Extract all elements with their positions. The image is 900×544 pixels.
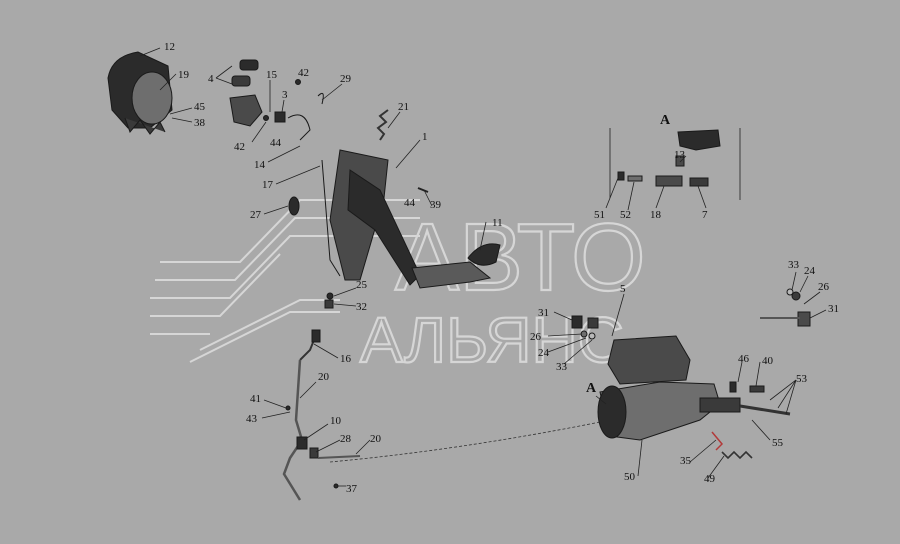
callout-10: 10 (330, 415, 342, 427)
callout-53: 53 (796, 373, 808, 385)
callout-42-left: 42 (234, 141, 245, 153)
callout-26-left: 26 (530, 331, 542, 343)
clutch-booster (597, 335, 791, 460)
callout-39: 39 (430, 199, 442, 211)
callout-14: 14 (254, 159, 266, 171)
callout-49: 49 (704, 473, 716, 485)
bolt-part-39 (417, 187, 429, 193)
pedal-assembly (321, 149, 492, 289)
callout-13: 13 (674, 149, 686, 161)
callout-3: 3 (282, 89, 288, 101)
view-a-arrow-label: А (586, 381, 597, 396)
callout-24-left: 24 (538, 347, 550, 359)
callout-41: 41 (250, 393, 261, 405)
callout-33-right: 33 (788, 259, 800, 271)
valve-cluster-part (229, 59, 324, 141)
callout-35: 35 (680, 455, 692, 467)
callout-5: 5 (620, 283, 626, 295)
bushing-part-27 (288, 196, 300, 216)
callout-labels: 12 19 45 38 4 15 42 3 29 42 44 21 1 14 1… (164, 41, 839, 495)
pedal-pad-part (467, 243, 501, 266)
callout-29: 29 (340, 73, 352, 85)
callout-18: 18 (650, 209, 662, 221)
callout-40: 40 (762, 355, 774, 367)
watermark-line2: АЛЬЯНС (360, 304, 624, 376)
callout-26-right: 26 (818, 281, 830, 293)
callout-27: 27 (250, 209, 262, 221)
callout-21: 21 (398, 101, 409, 113)
pipe-lower (282, 359, 361, 501)
callout-52: 52 (620, 209, 631, 221)
callout-33-left: 33 (556, 361, 568, 373)
callout-15: 15 (266, 69, 278, 81)
callout-31-left: 31 (538, 307, 549, 319)
callout-38: 38 (194, 117, 206, 129)
callout-44-mid: 44 (404, 197, 416, 209)
callout-45: 45 (194, 101, 206, 113)
callout-43: 43 (246, 413, 258, 425)
callout-19: 19 (178, 69, 190, 81)
callout-17: 17 (262, 179, 274, 191)
view-a-detail (609, 128, 741, 200)
view-a-title: А (660, 113, 671, 128)
callout-4: 4 (208, 73, 214, 85)
callout-20-lower: 20 (370, 433, 382, 445)
callout-1: 1 (422, 131, 428, 143)
cable-dashed (329, 421, 601, 463)
right-fittings (571, 288, 811, 340)
callout-28: 28 (340, 433, 352, 445)
callout-20-upper: 20 (318, 371, 330, 383)
callout-32: 32 (356, 301, 367, 313)
reservoir-part (107, 51, 173, 135)
callout-7: 7 (702, 209, 708, 221)
rod-assembly (299, 292, 334, 361)
spring-part-21 (376, 109, 389, 141)
callout-50: 50 (624, 471, 636, 483)
callout-44-left: 44 (270, 137, 282, 149)
watermark-line1: АВТО (395, 204, 646, 311)
callout-37: 37 (346, 483, 358, 495)
callout-25: 25 (356, 279, 368, 291)
callout-42-top: 42 (298, 67, 309, 79)
leader-lines (139, 47, 827, 487)
callout-12: 12 (164, 41, 175, 53)
callout-51: 51 (594, 209, 605, 221)
callout-55: 55 (772, 437, 784, 449)
callout-46: 46 (738, 353, 750, 365)
callout-24-right: 24 (804, 265, 816, 277)
callout-31-right: 31 (828, 303, 839, 315)
callout-11: 11 (492, 217, 503, 229)
callout-16: 16 (340, 353, 352, 365)
